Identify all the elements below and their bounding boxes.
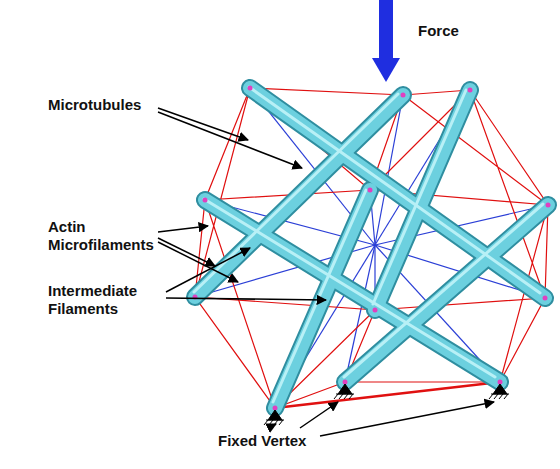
actin-microfilaments	[195, 88, 548, 408]
fixed-vertex-label: Fixed Vertex	[218, 432, 338, 450]
vertex-dots	[193, 86, 551, 411]
force-arrow	[372, 0, 400, 82]
fixed-supports	[264, 384, 509, 425]
intermediate-filaments	[195, 88, 548, 408]
microtubules-label: Microtubules	[48, 96, 158, 114]
intermediate-label: Intermediate Filaments	[48, 282, 164, 318]
leader-lines	[158, 108, 494, 436]
force-label: Force	[418, 22, 498, 40]
microtubule-struts	[194, 87, 548, 408]
actin-label: Actin Microfilaments	[48, 218, 154, 254]
